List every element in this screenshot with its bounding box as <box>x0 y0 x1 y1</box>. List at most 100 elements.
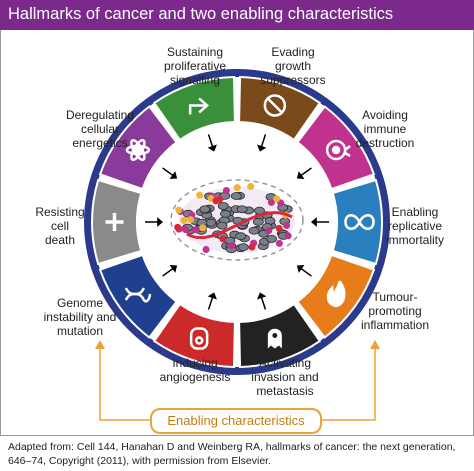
segment-7 <box>152 302 236 368</box>
page-title: Hallmarks of cancer and two enabling cha… <box>8 5 394 23</box>
title-bar: Hallmarks of cancer and two enabling cha… <box>0 0 474 30</box>
stromal-cell <box>192 226 200 234</box>
arrow-head-7 <box>207 292 217 300</box>
inward-arrow-1 <box>207 134 214 149</box>
tumour-cell <box>216 221 228 230</box>
stromal-cell <box>181 226 189 234</box>
tumour-cell <box>266 235 278 243</box>
arrow-head-9 <box>157 217 163 227</box>
stromal-cell <box>275 239 283 247</box>
atom-icon-part <box>125 144 151 156</box>
segment-4 <box>331 178 383 266</box>
inward-arrow-3 <box>299 167 312 177</box>
vessel-icon-part <box>194 336 204 345</box>
stromal-cell <box>175 206 183 214</box>
stromal-cell <box>187 216 195 224</box>
connector-right <box>322 344 376 421</box>
inward-arrow-7 <box>207 295 214 310</box>
tumour-cell <box>237 243 249 252</box>
cross-icon <box>105 213 124 231</box>
cross-icon-part <box>105 213 124 231</box>
stromal-cell <box>233 184 241 192</box>
stromal-cell <box>216 195 224 203</box>
immune-cell-icon <box>325 139 351 161</box>
tumour-cell <box>220 209 231 218</box>
ghost-cell-icon <box>267 328 282 349</box>
arrow-icon-part <box>198 97 210 114</box>
vessel-icon-part <box>189 327 209 350</box>
stromal-cell <box>199 224 207 232</box>
stromal-cell <box>248 243 256 251</box>
atom-icon <box>125 139 151 161</box>
segment-1 <box>152 76 236 142</box>
ghost-cell-icon-part <box>272 333 278 339</box>
infinity-icon-part <box>344 214 375 230</box>
arrow-head-10 <box>169 171 178 180</box>
arrow-head-5 <box>296 264 305 273</box>
tumour-cell <box>236 205 248 214</box>
arrow-head-8 <box>169 264 178 273</box>
arrow-head-1 <box>207 144 217 152</box>
stromal-cell <box>196 191 204 199</box>
arrow-icon-part <box>188 104 206 115</box>
atom-icon-part <box>130 139 146 161</box>
dna-icon-part <box>124 287 146 301</box>
inward-arrow-2 <box>260 134 267 149</box>
arrow-head-4 <box>311 217 317 227</box>
stromal-cell <box>267 198 275 206</box>
atom-icon-part <box>130 139 146 161</box>
inward-arrow-10 <box>162 167 175 177</box>
flame-icon <box>326 280 346 308</box>
stromal-cell <box>174 223 182 231</box>
dna-icon <box>124 287 152 303</box>
immune-cell-icon-part <box>331 145 341 155</box>
stromal-cell <box>219 235 227 243</box>
arrow-icon <box>188 97 210 115</box>
arrow-head-3 <box>296 171 305 180</box>
tumour-cell <box>230 192 242 200</box>
inward-arrow-5 <box>299 267 312 277</box>
flame-icon-part <box>326 280 346 308</box>
tumour-cell <box>235 232 247 241</box>
source-note: Adapted from: Cell 144, Hanahan D and We… <box>8 441 456 467</box>
arrow-head-2 <box>257 144 267 152</box>
ghost-cell-icon-part <box>267 328 282 349</box>
outer-ring <box>84 69 390 375</box>
vessel-icon <box>189 327 209 350</box>
tumour-boundary <box>170 179 304 261</box>
tumour-cell <box>252 217 264 226</box>
stromal-cell <box>275 224 283 232</box>
stromal-cell <box>273 195 281 203</box>
inward-arrow-6 <box>260 295 267 310</box>
no-entry-icon-part <box>263 94 287 117</box>
immune-cell-icon-part <box>344 145 351 158</box>
connector-right-arrowhead <box>370 340 380 349</box>
stromal-cell <box>228 242 236 250</box>
stromal-cell <box>180 216 188 224</box>
tumour-cell <box>199 205 211 214</box>
stromal-cell <box>265 227 273 235</box>
enabling-characteristics-box: Enabling characteristics <box>150 408 322 434</box>
stromal-cell <box>283 221 291 229</box>
stromal-cell <box>222 186 230 194</box>
no-entry-icon <box>263 94 287 117</box>
connector-left <box>99 344 150 421</box>
no-entry-icon-part <box>266 97 283 114</box>
inward-arrow-8 <box>162 267 175 277</box>
tumour-cell <box>217 202 229 210</box>
stromal-cell <box>284 232 292 240</box>
stromal-cell <box>202 245 210 253</box>
stromal-cell <box>247 183 255 191</box>
infinity-icon <box>344 214 375 230</box>
